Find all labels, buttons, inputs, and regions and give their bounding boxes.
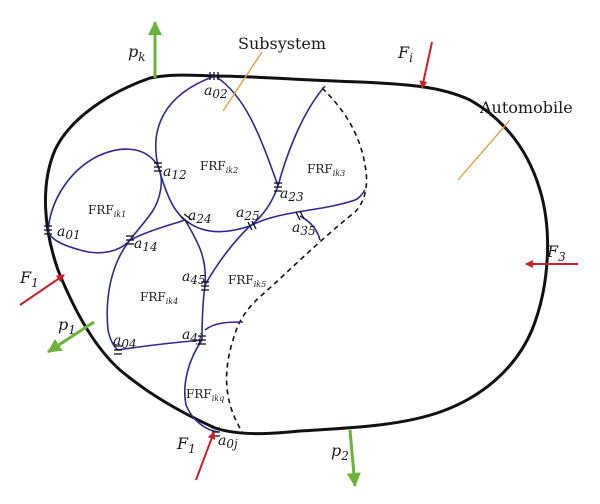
frf-ik1-label: FRFik1 xyxy=(88,203,126,219)
automobile-outline xyxy=(43,73,550,436)
substructures xyxy=(47,75,366,433)
force-f3-label: F3 xyxy=(546,242,566,264)
point-a01-label: a01 xyxy=(57,224,81,242)
tick-a4j xyxy=(198,335,206,345)
tick-a14 xyxy=(126,235,134,245)
subsystem-boundary xyxy=(225,87,368,434)
force-p2-arrow xyxy=(346,429,361,487)
force-f1-left-label: F1 xyxy=(19,268,39,290)
point-a12-label: a12 xyxy=(163,164,187,182)
substructure-ik5-bottom xyxy=(204,321,244,331)
substructure-ik2-bottom xyxy=(157,165,279,233)
frf-ik2-label: FRFik2 xyxy=(200,159,238,175)
tick-a25 xyxy=(247,220,257,231)
tick-a04 xyxy=(114,345,122,355)
force-p2-label: p2 xyxy=(331,441,349,463)
force-pk-label: pk xyxy=(128,42,146,64)
tick-a35 xyxy=(295,210,305,221)
point-a45-label: a45 xyxy=(182,269,206,287)
force-f1-left-arrow xyxy=(19,274,65,306)
substructure-ik2-right xyxy=(214,75,279,187)
point-a14-label: a14 xyxy=(134,236,158,254)
subsystem-leader xyxy=(222,51,263,112)
tick-a01 xyxy=(44,225,52,235)
force-p1-label: p1 xyxy=(58,315,76,337)
force-fi-arrow xyxy=(419,41,433,89)
substructure-ik3 xyxy=(277,85,326,187)
frf-ik4-label: FRFik4 xyxy=(140,290,178,306)
tick-a02 xyxy=(209,72,219,80)
substructure-ik4 xyxy=(129,219,186,241)
tick-a23 xyxy=(274,182,282,192)
point-a35-label: a35 xyxy=(292,220,316,238)
substructure-ik3-bottom xyxy=(249,189,366,227)
automobile-leader xyxy=(457,119,511,181)
frf-ik5-label: FRFik5 xyxy=(228,273,266,289)
point-a0j-label: a0j xyxy=(218,433,238,451)
automobile-label: Automobile xyxy=(479,98,573,117)
junction-ticks xyxy=(44,72,305,437)
substructure-ik5 xyxy=(204,225,251,286)
point-a4j-label: a4j xyxy=(182,327,202,345)
point-a25-label: a25 xyxy=(236,205,260,223)
point-a23-label: a23 xyxy=(280,186,304,204)
substructure-ikq xyxy=(183,339,219,433)
force-arrows xyxy=(19,21,578,487)
force-p1-arrow xyxy=(47,320,95,354)
tick-a24 xyxy=(180,213,193,224)
force-fi-label: Fi xyxy=(397,43,413,65)
frf-ik3-label: FRFik3 xyxy=(307,162,345,178)
frf-ikq-label: FRFikq xyxy=(186,387,224,403)
force-f1-bottom-label: F1 xyxy=(176,434,196,456)
tick-a12 xyxy=(154,162,162,172)
substructure-ik2 xyxy=(154,75,216,167)
subsystem-label: Subsystem xyxy=(238,34,326,53)
point-a02-label: a02 xyxy=(204,83,228,101)
force-f1-bottom-arrow xyxy=(195,431,216,481)
substructure-ik1 xyxy=(47,148,163,254)
point-a04-label: a04 xyxy=(113,333,137,351)
substructure-ik4-bottom xyxy=(117,339,203,351)
tick-a45 xyxy=(201,281,209,291)
point-a24-label: a24 xyxy=(188,208,212,226)
